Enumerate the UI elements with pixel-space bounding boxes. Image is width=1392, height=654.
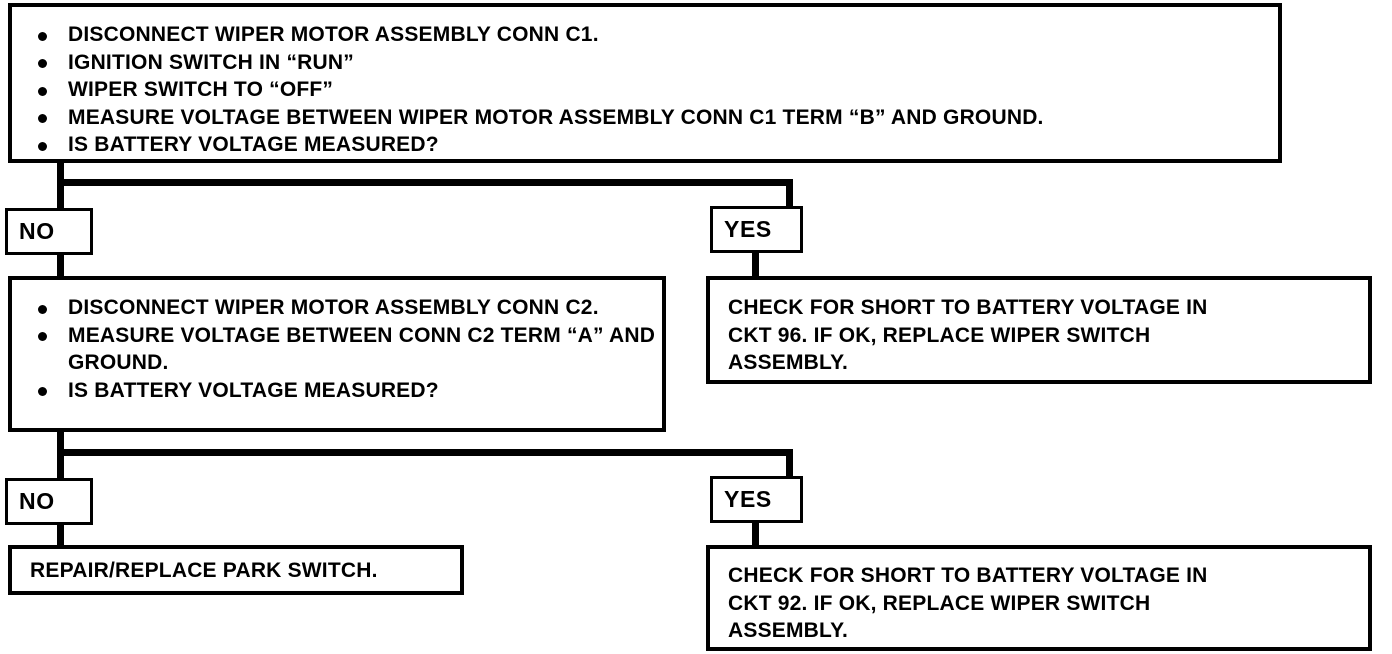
connector-no-2-to-answer-2: [57, 523, 64, 549]
bullet-list: DISCONNECT WIPER MOTOR ASSEMBLY CONN C1.…: [28, 21, 1278, 159]
bullet-text: MEASURE VOLTAGE BETWEEN CONN C2 TERM “A”…: [68, 323, 656, 375]
connector-drop-to-yes-2: [786, 449, 793, 481]
connector-no-1-to-question-2: [57, 253, 64, 280]
branch-label-text: YES: [724, 486, 772, 512]
bullet-text: IS BATTERY VOLTAGE MEASURED?: [68, 133, 439, 156]
branch-label-text: YES: [724, 216, 772, 242]
bullet-dot-icon: [38, 59, 47, 69]
bullet-item: DISCONNECT WIPER MOTOR ASSEMBLY CONN C2.: [28, 294, 662, 322]
branch-label-text: NO: [19, 218, 55, 244]
action-box-answer-yes-2: CHECK FOR SHORT TO BATTERY VOLTAGE IN CK…: [706, 545, 1372, 651]
connector-yes-2-to-answer-3: [752, 521, 759, 549]
bullet-text: IGNITION SWITCH IN “RUN”: [68, 50, 354, 74]
branch-label-no-2: NO: [5, 478, 93, 525]
bullet-text: DISCONNECT WIPER MOTOR ASSEMBLY CONN C2.: [68, 296, 599, 319]
branch-label-yes-1: YES: [710, 206, 803, 253]
bullet-text: MEASURE VOLTAGE BETWEEN WIPER MOTOR ASSE…: [68, 105, 1044, 129]
bullet-text: WIPER SWITCH TO “OFF”: [68, 78, 334, 101]
action-box-answer-yes-1: CHECK FOR SHORT TO BATTERY VOLTAGE IN CK…: [706, 276, 1372, 384]
decision-box-question-1: DISCONNECT WIPER MOTOR ASSEMBLY CONN C1.…: [8, 3, 1282, 163]
bullet-dot-icon: [38, 114, 47, 124]
connector-stub-q2-bottom: [57, 430, 64, 454]
bullet-item: IGNITION SWITCH IN “RUN”: [28, 49, 1278, 77]
bullet-dot-icon: [38, 141, 47, 151]
connector-drop-to-yes-1: [786, 179, 793, 211]
bullet-text: IS BATTERY VOLTAGE MEASURED?: [68, 378, 439, 402]
decision-box-question-2: DISCONNECT WIPER MOTOR ASSEMBLY CONN C2.…: [8, 276, 666, 432]
action-text: REPAIR/REPLACE PARK SWITCH.: [30, 558, 378, 582]
connector-yes-1-to-answer-1: [752, 251, 759, 280]
branch-label-no-1: NO: [5, 208, 93, 255]
connector-drop-to-no-1: [57, 179, 64, 211]
bullet-item: MEASURE VOLTAGE BETWEEN CONN C2 TERM “A”…: [28, 322, 662, 377]
branch-label-text: NO: [19, 488, 55, 514]
bullet-dot-icon: [38, 387, 47, 397]
bullet-item: IS BATTERY VOLTAGE MEASURED?: [28, 131, 1278, 159]
bullet-dot-icon: [38, 31, 47, 41]
connector-bus-level-1: [57, 179, 793, 186]
bullet-dot-icon: [38, 332, 47, 342]
connector-drop-to-no-2: [57, 449, 64, 481]
action-text: CHECK FOR SHORT TO BATTERY VOLTAGE IN CK…: [728, 564, 1208, 642]
action-text: CHECK FOR SHORT TO BATTERY VOLTAGE IN CK…: [728, 296, 1208, 374]
bullet-dot-icon: [38, 304, 47, 314]
bullet-item: DISCONNECT WIPER MOTOR ASSEMBLY CONN C1.: [28, 21, 1278, 49]
bullet-list: DISCONNECT WIPER MOTOR ASSEMBLY CONN C2.…: [28, 294, 662, 404]
action-box-answer-no-2: REPAIR/REPLACE PARK SWITCH.: [8, 545, 464, 595]
bullet-dot-icon: [38, 86, 47, 96]
branch-label-yes-2: YES: [710, 476, 803, 523]
connector-bus-level-2: [57, 449, 793, 456]
bullet-text: DISCONNECT WIPER MOTOR ASSEMBLY CONN C1.: [68, 23, 599, 46]
bullet-item: WIPER SWITCH TO “OFF”: [28, 76, 1278, 104]
bullet-item: MEASURE VOLTAGE BETWEEN WIPER MOTOR ASSE…: [28, 104, 1278, 132]
bullet-item: IS BATTERY VOLTAGE MEASURED?: [28, 377, 662, 405]
connector-stub-q1-bottom: [57, 161, 64, 185]
